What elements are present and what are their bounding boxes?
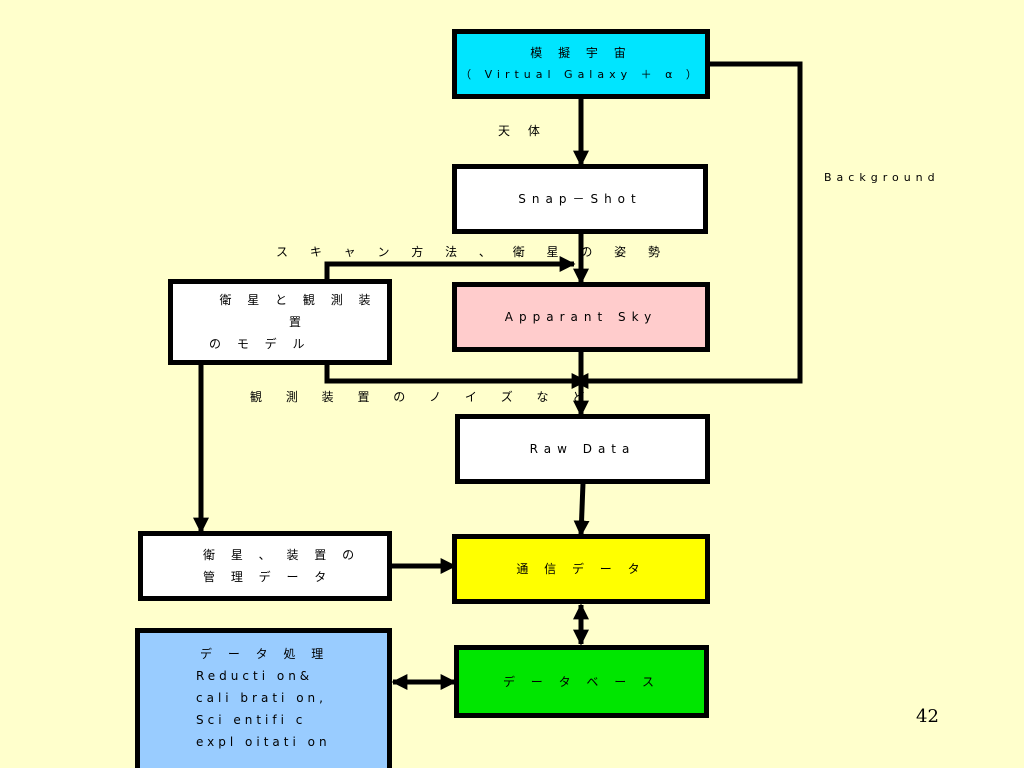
apparent-sky-box: Apparant Sky — [452, 282, 710, 352]
raw-data-box: Raw Data — [455, 414, 710, 484]
virtual-galaxy-subtitle: （ Virtual Galaxy ＋ α ） — [460, 68, 702, 81]
virtual-galaxy-title: 模 擬 宇 宙 — [530, 46, 632, 60]
mgmt-data-line1: 衛 星 、 装 置 の — [203, 548, 361, 562]
processing-line5: expl oitati on — [196, 735, 331, 749]
processing-line2: Reducti on& — [196, 669, 314, 683]
processing-box: デ ー タ 処 理 Reducti on& cali brati on, Sci… — [135, 628, 392, 768]
page-number: 42 — [916, 706, 939, 727]
snapshot-box: Snap－Shot — [452, 164, 708, 234]
arrow-raw-data-to-comm-data — [573, 482, 590, 537]
processing-line4: Sci entifi c — [196, 713, 307, 727]
label-scan-attitude: ス キ ャ ン 方 法 、 衛 星 の 姿 勢 — [276, 245, 669, 259]
satellite-model-line2: の モ デ ル — [209, 337, 311, 351]
scan-attitude-path — [324, 255, 576, 280]
label-background: Background — [824, 171, 940, 184]
satellite-model-box: 衛 星 と 観 測 装 置 の モ デ ル — [168, 279, 392, 365]
virtual-galaxy-box: 模 擬 宇 宙 （ Virtual Galaxy ＋ α ） — [452, 29, 710, 99]
mgmt-data-line2: 管 理 デ ー タ — [203, 570, 333, 584]
mgmt-data-box: 衛 星 、 装 置 の 管 理 デ ー タ — [138, 531, 392, 601]
comm-data-label: 通 信 デ ー タ — [516, 562, 646, 576]
processing-title: デ ー タ 処 理 — [200, 647, 330, 661]
database-box: デ ー タ ベ ー ス — [454, 645, 709, 718]
satellite-model-line1: 衛 星 と 観 測 装 置 — [219, 293, 377, 329]
database-label: デ ー タ ベ ー ス — [502, 674, 661, 689]
snapshot-label: Snap－Shot — [518, 192, 642, 206]
apparent-sky-label: Apparant Sky — [504, 310, 658, 324]
noise-path — [324, 364, 588, 390]
raw-data-label: Raw Data — [529, 442, 636, 456]
comm-data-box: 通 信 デ ー タ — [452, 534, 710, 604]
processing-line3: cali brati on, — [196, 691, 327, 705]
label-noise: 観 測 装 置 の ノ イ ズ な ど — [250, 390, 595, 404]
label-celestial: 天 体 — [498, 124, 547, 138]
background-path — [572, 61, 803, 390]
